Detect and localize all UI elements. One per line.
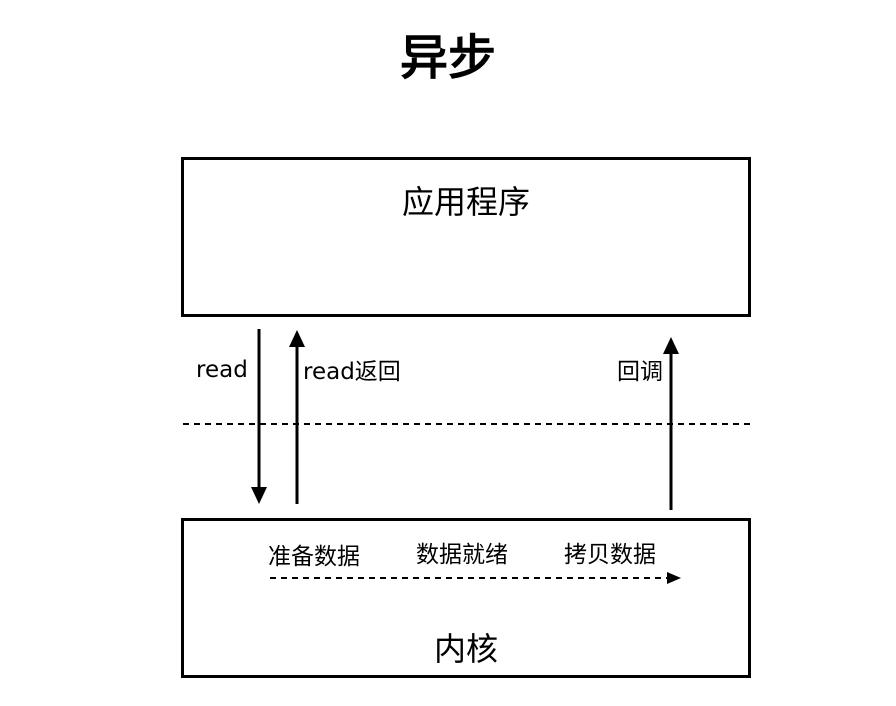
stage-prepare-data: 准备数据 xyxy=(268,544,360,570)
read-arrow-head xyxy=(251,487,267,504)
read-return-label: read返回 xyxy=(303,359,401,385)
read-label: read xyxy=(196,357,248,383)
application-label: 应用程序 xyxy=(401,183,530,221)
diagram-title: 异步 xyxy=(399,30,496,86)
application-box: 应用程序 xyxy=(181,157,751,317)
read-return-arrow-head xyxy=(289,330,305,347)
callback-label: 回调 xyxy=(617,359,663,385)
callback-arrow-head xyxy=(663,337,679,354)
kernel-box: 内核 xyxy=(181,518,751,678)
kernel-label: 内核 xyxy=(433,630,498,668)
stage-copy-data: 拷贝数据 xyxy=(564,542,656,568)
stage-data-ready: 数据就绪 xyxy=(416,542,508,568)
